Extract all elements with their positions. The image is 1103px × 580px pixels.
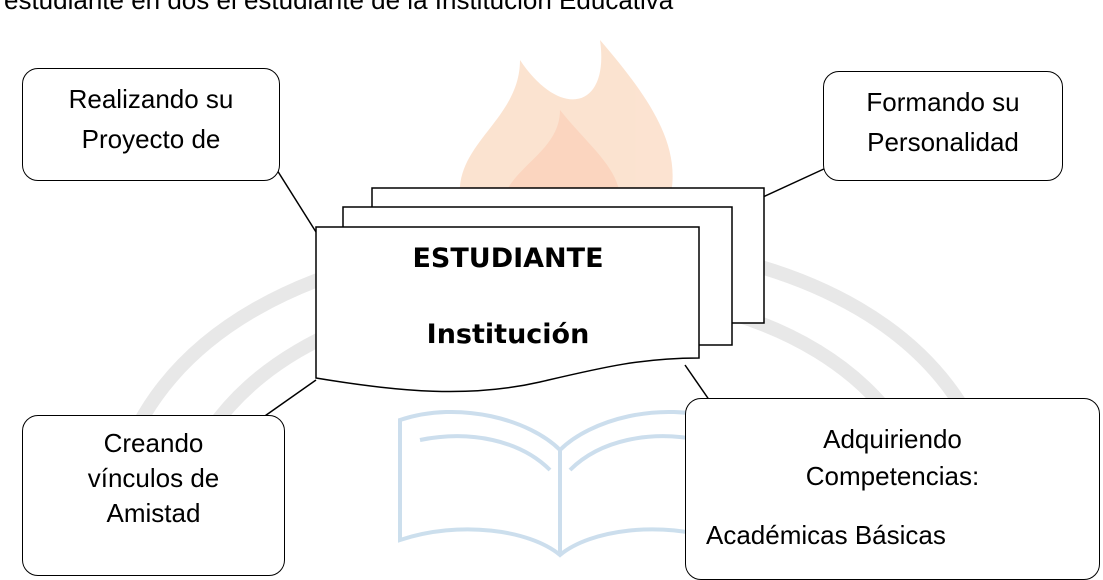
center-title: ESTUDIANTE <box>412 243 604 274</box>
callout-text: Proyecto de <box>81 124 221 154</box>
callout-text: Adquiriendo <box>823 424 962 454</box>
callout-text: Personalidad <box>867 127 1019 157</box>
document-stack <box>315 187 765 393</box>
callout-text: Realizando su <box>68 84 234 114</box>
callout-text: Competencias: <box>805 461 980 491</box>
callout-bottom-left: Creando vínculos de Amistad <box>22 415 285 576</box>
callout-text: vínculos de <box>87 463 220 493</box>
callout-text: Creando <box>103 428 204 458</box>
callout-text: Amistad <box>106 498 201 528</box>
center-subtitle: Institución <box>426 319 590 350</box>
callout-top-left: Realizando su Proyecto de <box>22 68 280 181</box>
callout-text: Académicas Básicas <box>706 520 946 550</box>
callout-text: Formando su <box>866 87 1020 117</box>
callout-bottom-right: Adquiriendo Competencias: Académicas Bás… <box>685 398 1100 580</box>
truncated-header-text: estudiante en dos el estudiante de la In… <box>0 0 1103 14</box>
connector-top-left <box>276 169 317 233</box>
connector-bottom-right <box>684 364 713 405</box>
connector-bottom-left <box>261 379 317 419</box>
callout-top-right: Formando su Personalidad <box>823 71 1063 181</box>
document-front <box>315 226 700 393</box>
